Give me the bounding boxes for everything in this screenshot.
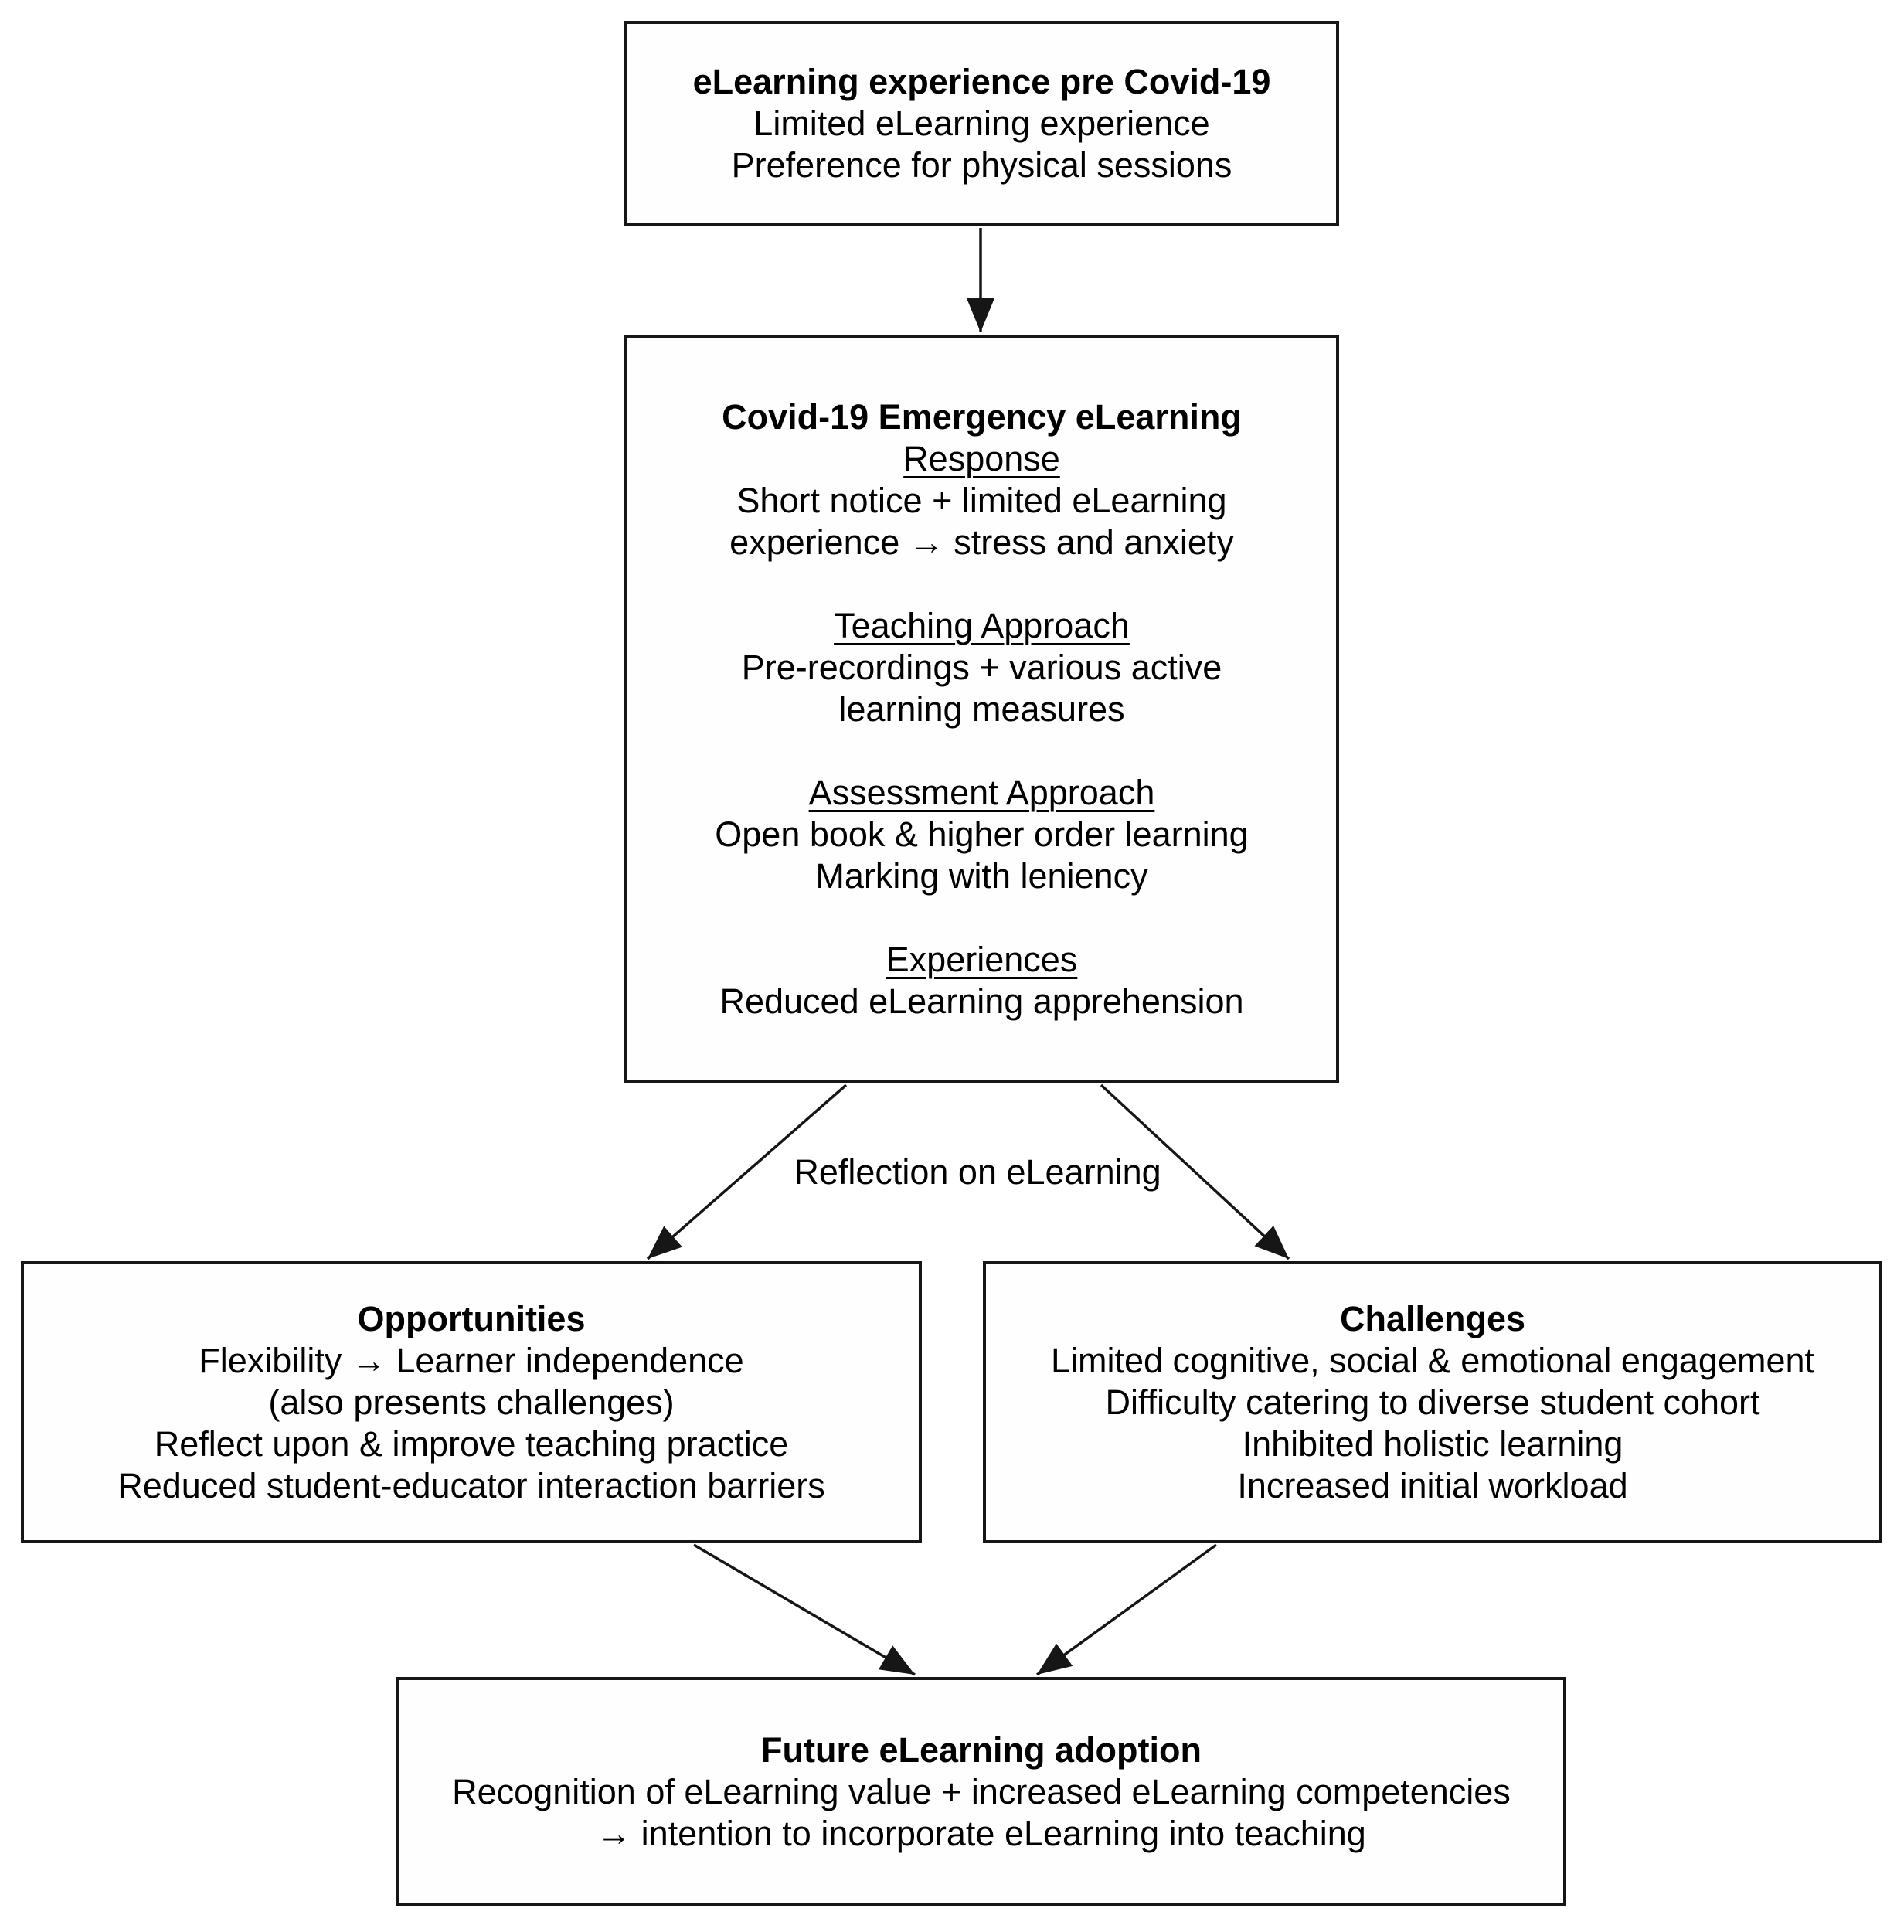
teaching-approach-heading: Teaching Approach: [834, 605, 1130, 645]
response-section: Response Short notice + limited eLearnin…: [729, 438, 1234, 563]
opportunities-title: Opportunities: [357, 1298, 586, 1338]
teaching-approach-section: Teaching Approach Pre-recordings + vario…: [742, 605, 1222, 730]
opportunities-box: Opportunities Flexibility → Learner inde…: [21, 1261, 922, 1543]
experiences-heading: Experiences: [886, 939, 1078, 979]
future-adoption-box: Future eLearning adoption Recognition of…: [396, 1677, 1566, 1906]
arrow-challenges-to-future: [1035, 1543, 1218, 1676]
future-adoption-line: Recognition of eLearning value + increas…: [452, 1771, 1511, 1811]
assessment-approach-line: Marking with leniency: [815, 855, 1148, 896]
future-adoption-line: → intention to incorporate eLearning int…: [597, 1813, 1366, 1853]
challenges-line: Inhibited holistic learning: [1242, 1423, 1624, 1464]
emergency-title: Covid-19 Emergency eLearning: [722, 396, 1242, 437]
experiences-line: Reduced eLearning apprehension: [719, 981, 1244, 1021]
opportunities-line: Reduced student-educator interaction bar…: [117, 1465, 825, 1505]
challenges-line: Limited cognitive, social & emotional en…: [1050, 1340, 1815, 1380]
assessment-approach-line: Open book & higher order learning: [715, 814, 1249, 854]
assessment-approach-section: Assessment Approach Open book & higher o…: [715, 772, 1248, 897]
challenges-line: Increased initial workload: [1237, 1465, 1628, 1505]
opportunities-line: (also presents challenges): [268, 1382, 675, 1422]
response-line: experience → stress and anxiety: [729, 522, 1234, 562]
response-heading: Response: [903, 438, 1060, 478]
teaching-approach-line: learning measures: [838, 689, 1125, 729]
pre-covid-box: eLearning experience pre Covid-19 Limite…: [624, 21, 1339, 226]
pre-covid-line: Limited eLearning experience: [753, 104, 1210, 143]
reflection-label: Reflection on eLearning: [794, 1152, 1161, 1192]
emergency-elearning-box: Covid-19 Emergency eLearning Response Sh…: [624, 335, 1339, 1083]
arrow-opportunities-to-future: [693, 1543, 916, 1676]
teaching-approach-line: Pre-recordings + various active: [741, 647, 1222, 687]
assessment-approach-heading: Assessment Approach: [808, 772, 1155, 812]
response-line: Short notice + limited eLearning: [736, 480, 1227, 520]
challenges-title: Challenges: [1339, 1298, 1526, 1338]
challenges-line: Difficulty catering to diverse student c…: [1105, 1382, 1760, 1422]
opportunities-line: Reflect upon & improve teaching practice: [154, 1423, 789, 1464]
challenges-box: Challenges Limited cognitive, social & e…: [983, 1261, 1882, 1543]
pre-covid-title: eLearning experience pre Covid-19: [692, 62, 1271, 101]
pre-covid-line: Preference for physical sessions: [731, 145, 1232, 185]
opportunities-line: Flexibility → Learner independence: [199, 1340, 744, 1380]
experiences-section: Experiences Reduced eLearning apprehensi…: [719, 939, 1243, 1022]
future-adoption-title: Future eLearning adoption: [761, 1730, 1202, 1770]
